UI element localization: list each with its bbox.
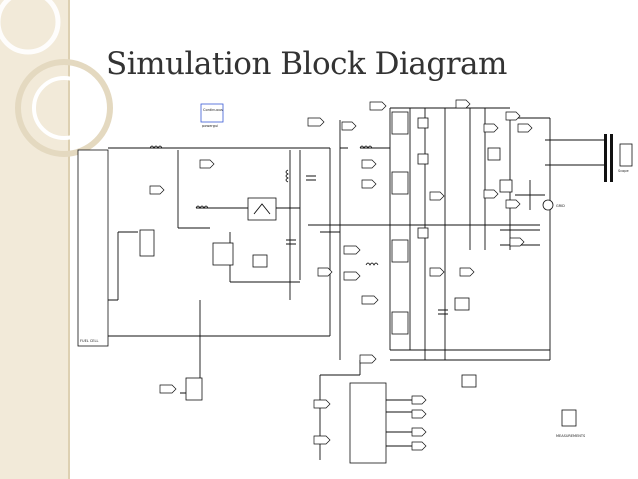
inverter-switch-2 [391, 171, 409, 195]
inverter-switch-1 [391, 111, 409, 135]
inductors [149, 145, 379, 266]
scope-grid [619, 143, 633, 167]
powergui-continuous-label: Continuous [203, 108, 223, 112]
scope-1 [252, 254, 268, 268]
powergui-block [200, 103, 224, 123]
scope-2 [417, 117, 429, 129]
switch-block-2 [212, 242, 234, 266]
scope-7 [454, 297, 470, 311]
grid-bus-2 [610, 134, 613, 182]
measurements-block [561, 409, 577, 427]
scope-3 [417, 153, 429, 165]
pwm-subsystem-block [349, 382, 387, 464]
fuel-cell-label: FUEL CELL [80, 339, 98, 343]
pwm-block-1 [185, 377, 203, 401]
scope-label: Scope [618, 169, 629, 173]
measurements-label: MEASUREMENTS [556, 434, 586, 438]
grid-source [542, 199, 554, 211]
scope-5 [487, 147, 501, 161]
powergui-label: powergui [202, 124, 218, 128]
scope-8 [461, 374, 477, 388]
goto-tags [149, 99, 533, 451]
pwm-block-2 [139, 229, 155, 257]
fuel-cell-block [77, 149, 109, 347]
scope-4 [417, 227, 429, 239]
grid-bus-1 [604, 134, 607, 182]
sidebar-divider [68, 0, 70, 479]
inverter-switch-3 [391, 239, 409, 263]
boost-switch-block [247, 197, 277, 221]
grid-label: GRID [556, 204, 565, 208]
capacitors [286, 175, 448, 315]
inverter-switch-4 [391, 311, 409, 335]
scope-6 [499, 179, 513, 193]
slide-title: Simulation Block Diagram [106, 46, 507, 82]
